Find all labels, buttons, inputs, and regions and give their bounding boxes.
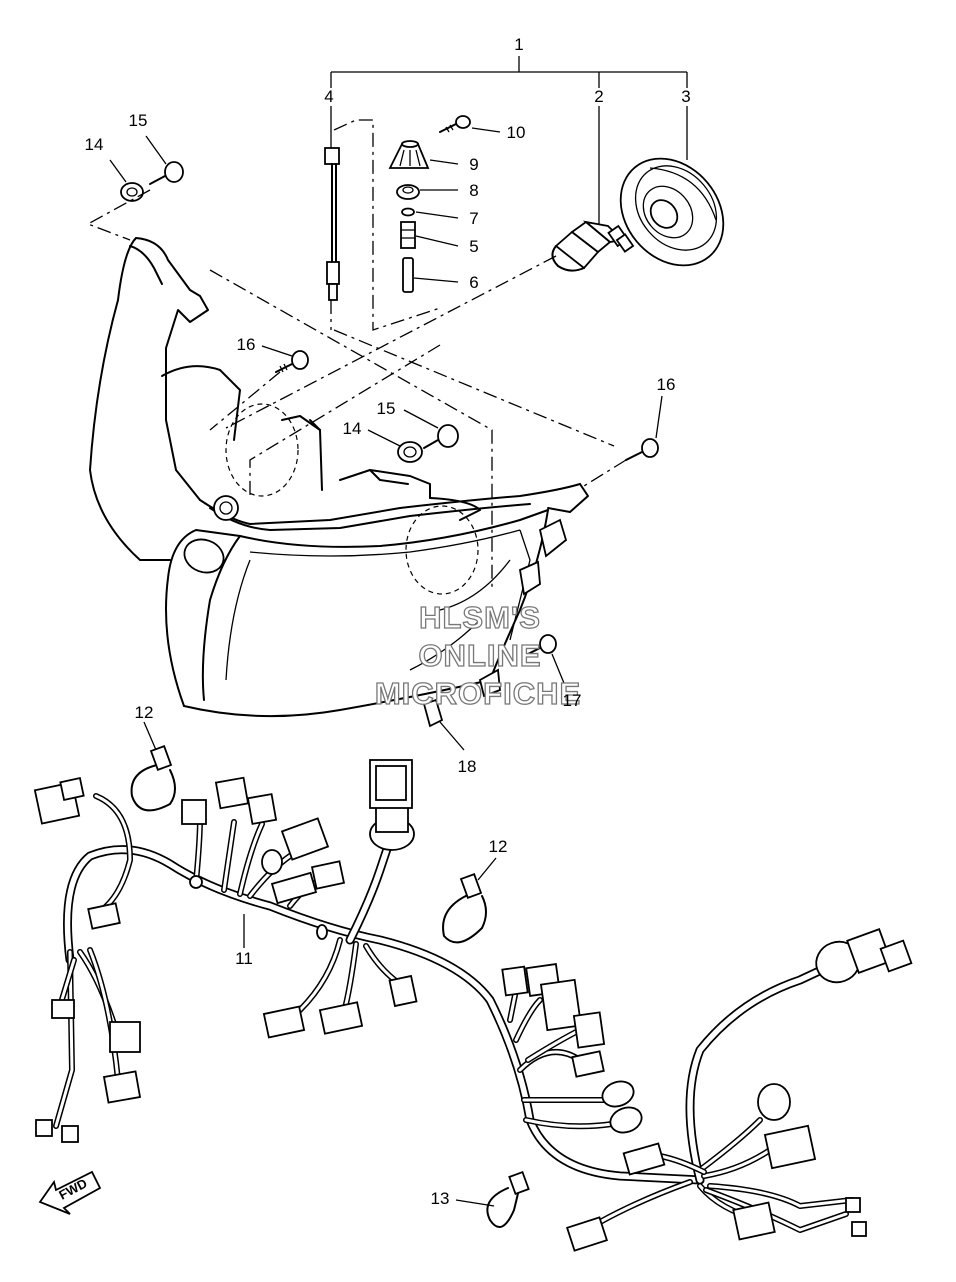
socket-5: [400, 221, 416, 249]
callout-12-right: 12: [489, 837, 508, 856]
callout-1: 1: [514, 35, 523, 54]
socket-cover-9: [388, 140, 430, 169]
screw-17: [523, 634, 557, 657]
watermark-line-1: HLSM'S: [419, 600, 541, 635]
callout-7: 7: [469, 209, 478, 228]
position-lamp-cord-4: [324, 147, 340, 330]
callout-9: 9: [469, 155, 478, 174]
screw-10: [439, 115, 471, 133]
reflector-unit-3: [619, 157, 725, 267]
callout-14-upper: 14: [85, 135, 104, 154]
callout-12-left: 12: [135, 703, 154, 722]
callout-3: 3: [681, 87, 690, 106]
cable-band-12-right: [442, 873, 487, 944]
callout-6: 6: [469, 273, 478, 292]
watermark-line-3: MICROFICHE: [375, 676, 581, 711]
watermark-line-2: ONLINE: [418, 638, 541, 673]
bulb-6: [402, 257, 414, 293]
callout-labels: 1 2 3 4 5 6 7 8 9 10 11 12 12 13 14 14 1…: [85, 35, 691, 1208]
callout-14-middle: 14: [343, 419, 362, 438]
grommet-14-middle: [397, 441, 423, 463]
wire-harness-11: [53, 793, 855, 1233]
callout-16-left: 16: [237, 335, 256, 354]
screw-16-left: [275, 350, 309, 373]
callout-13: 13: [431, 1189, 450, 1208]
harness-clamp-mark: [189, 875, 203, 889]
headlight-housing: [89, 237, 589, 718]
callout-4: 4: [324, 87, 333, 106]
callout-11: 11: [235, 949, 253, 968]
nut-8: [396, 184, 420, 200]
callout-8: 8: [469, 181, 478, 200]
callout-2: 2: [594, 87, 603, 106]
reflector-outline-left: [225, 403, 299, 497]
callout-17: 17: [563, 691, 582, 710]
callout-16-right: 16: [657, 375, 676, 394]
callout-15-middle: 15: [377, 399, 396, 418]
callout-15-upper: 15: [129, 111, 148, 130]
screw-15-middle: [423, 424, 459, 449]
callout-10: 10: [507, 123, 526, 142]
washer-7: [401, 207, 415, 217]
callout-5: 5: [469, 237, 478, 256]
assembly-bracket-1: [330, 56, 688, 228]
reflector-outline-right: [405, 505, 479, 595]
watermark: HLSM'S ONLINE MICROFICHE: [374, 599, 581, 711]
screw-16-right: [625, 438, 659, 461]
cable-band-12-left: [130, 745, 176, 812]
harness-connectors: [33, 759, 913, 1252]
callout-18: 18: [458, 757, 477, 776]
headlight-bulb-2: [551, 220, 635, 272]
nut-18: [422, 698, 444, 728]
grommet-14-upper: [120, 182, 144, 202]
harness-tape-mark: [316, 924, 328, 940]
screw-15-upper: [149, 161, 184, 185]
cable-band-13: [486, 1170, 530, 1229]
forward-direction-arrow: FWD: [38, 1170, 102, 1215]
